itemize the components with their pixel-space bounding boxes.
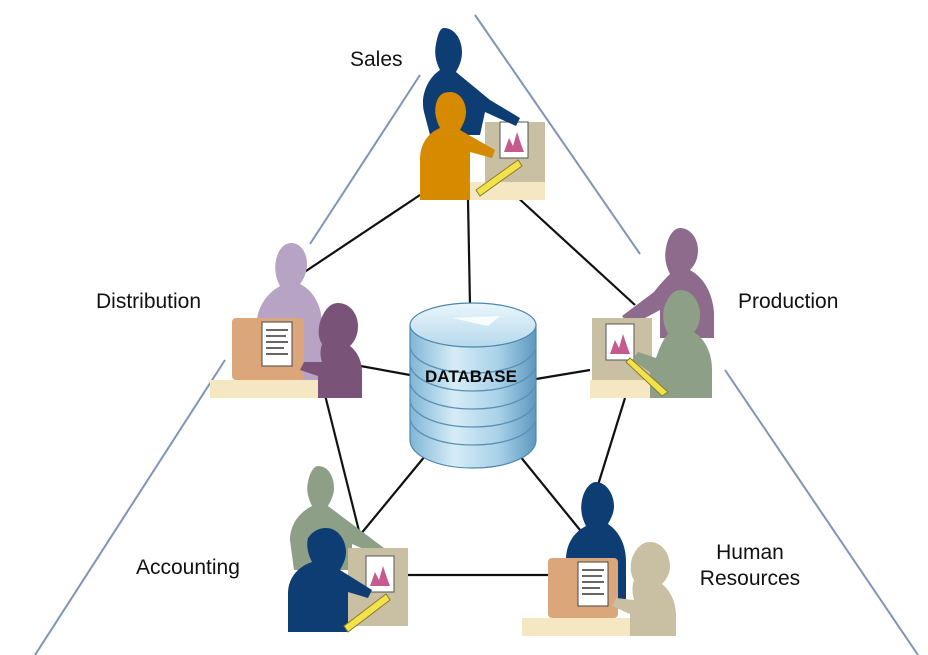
accounting-pen [343,593,391,633]
label-hr-line2: Resources [699,567,801,590]
frame-line-right-lower [724,369,919,655]
database-body [409,324,537,469]
link-production-hr [596,397,627,486]
label-production: Production [738,290,839,313]
accounting-workers-icon [288,466,408,633]
label-hr-line1: Human [716,541,784,564]
link-distribution-database [354,363,411,377]
distribution-seated-plum [300,303,362,398]
hr-screen-lines [582,569,604,595]
link-production-database [529,368,591,382]
network-links [299,194,636,577]
distribution-workers-icon [210,243,362,398]
database-cylinder-icon [409,302,537,469]
sales-pen [475,159,523,197]
label-distribution: Distribution [96,290,202,313]
accounting-chart-bars [370,566,390,586]
database-top-highlight [452,316,500,326]
link-hr-database [514,449,581,531]
production-chart-paper [605,323,635,361]
link-sales-production [514,194,636,306]
production-pen [625,357,669,397]
link-distribution-accounting [323,394,362,536]
sales-chart-paper [499,121,529,159]
hr-workers-icon [522,482,676,636]
sales-workers-icon [420,28,545,200]
label-human-resources: Human Resources [690,540,810,592]
label-sales: Sales [350,48,403,71]
hr-screen [577,561,609,607]
database-rings [409,344,537,446]
distribution-desk [210,380,325,398]
link-sales-database [466,199,472,306]
link-sales-distribution [299,194,421,276]
sales-chart-bars [504,132,524,152]
sales-seated-orange [420,92,495,200]
frame-line-left-upper [309,74,421,245]
production-seated-sage [632,290,712,398]
database-top [409,302,537,348]
frame-line-left-lower [34,359,226,655]
production-chart-bars [610,334,630,354]
database-label: DATABASE [425,367,517,386]
distribution-screen-lines [266,329,288,355]
hr-seated-tan [612,542,676,636]
sales-desk-top [460,182,545,200]
distribution-screen [261,321,293,367]
accounting-seated-navy [288,528,372,632]
frame-lines [34,14,919,655]
accounting-chart-paper [365,555,395,593]
label-accounting: Accounting [136,556,240,579]
frame-line-right-upper [474,14,641,255]
link-accounting-database [359,449,431,536]
hr-desk [522,618,642,636]
production-workers-icon [590,228,714,398]
production-desk [590,380,660,398]
